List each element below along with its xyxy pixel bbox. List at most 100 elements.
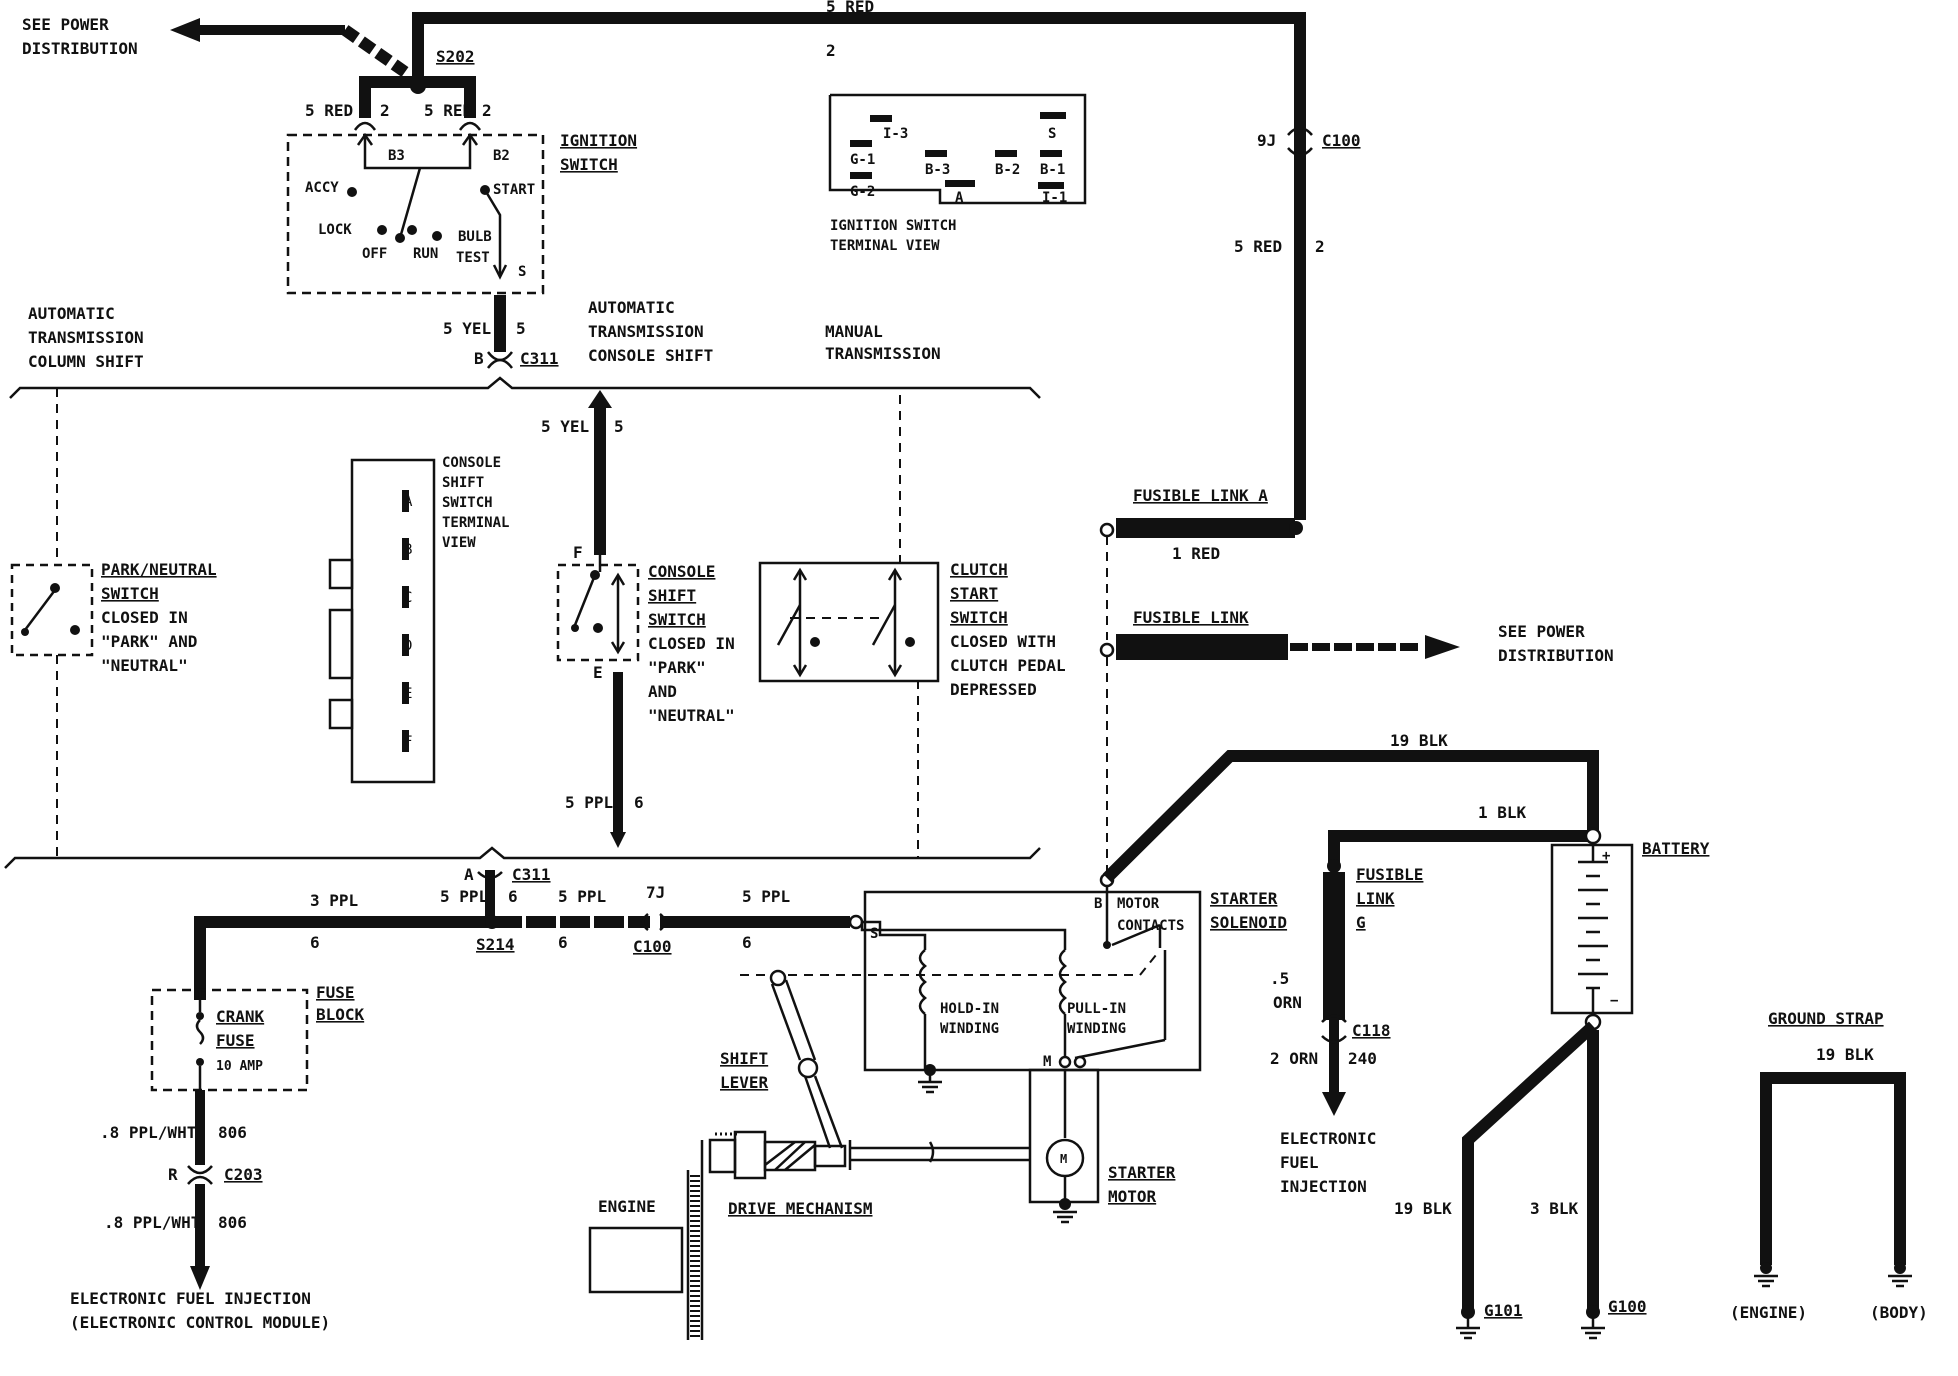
clutch-line-5: CLUTCH PEDAL — [950, 656, 1066, 675]
console-pin-f-term: F — [404, 734, 412, 750]
col-shift-label-2: TRANSMISSION — [28, 328, 144, 347]
c100-bottom-name: C100 — [633, 937, 672, 956]
fusible-link-g-wire-2: ORN — [1273, 993, 1302, 1012]
ground-strap-engine: (ENGINE) — [1730, 1303, 1807, 1322]
terminal-b3: B-3 — [925, 162, 950, 178]
hold-in-1: HOLD-IN — [940, 1001, 999, 1017]
fusible-link-b: FUSIBLE LINK SEE POWER DISTRIBUTION — [1099, 608, 1614, 665]
ignition-switch: IGNITION SWITCH B3 B2 ACCY START LOCK OF… — [286, 131, 637, 295]
ign-wire-left-label: 5 RED — [305, 101, 353, 120]
terminal-s: S — [1048, 126, 1056, 142]
ign-wire-left-circuit: 2 — [380, 101, 390, 120]
console-switch-title-2: SHIFT — [648, 586, 696, 605]
ground-strap: GROUND STRAP 19 BLK (ENGINE) (BODY) — [1730, 1009, 1928, 1322]
pull-in-1: PULL-IN — [1067, 1001, 1126, 1017]
fusible-link-a-name: FUSIBLE LINK A — [1133, 486, 1268, 505]
console-view-caption-2: SHIFT — [442, 475, 484, 491]
ign-bulb: BULB — [458, 229, 492, 245]
c311-top-name: C311 — [520, 349, 559, 368]
hold-in-2: WINDING — [940, 1021, 999, 1037]
ign-terminal-caption-2: TERMINAL VIEW — [830, 238, 940, 254]
starter-motor-title-1: STARTER — [1108, 1163, 1176, 1182]
console-pin-d: D — [404, 638, 412, 654]
shift-lever-drive: SHIFT LEVER ENGINE DRIVE MECHANISM — [588, 969, 1030, 1340]
ign-b3: B3 — [388, 148, 405, 164]
ground-left-wire: 19 BLK — [1394, 1199, 1452, 1218]
clutch-line-4: CLOSED WITH — [950, 632, 1056, 651]
console-pin-b: B — [404, 542, 412, 558]
efi-dest-3: INJECTION — [1280, 1177, 1367, 1196]
crank-fuse-amp: 10 AMP — [216, 1059, 263, 1074]
ign-terminal-caption-1: IGNITION SWITCH — [830, 218, 956, 234]
arrow-right-icon — [1425, 635, 1460, 659]
solenoid-contacts: CONTACTS — [1117, 918, 1184, 934]
ecm-destination-1: ELECTRONIC FUEL INJECTION — [70, 1289, 311, 1308]
fusible-link-g-wire-1: .5 — [1270, 969, 1289, 988]
console-view-caption-4: TERMINAL — [442, 515, 509, 531]
col-shift-label-3: COLUMN SHIFT — [28, 352, 144, 371]
console-feed-wire: 5 YEL — [541, 417, 589, 436]
clutch-title-1: CLUTCH — [950, 560, 1008, 579]
solenoid-title-2: SOLENOID — [1210, 913, 1287, 932]
start-wire-3: 5 PPL — [558, 887, 606, 906]
c118-label: C118 — [1352, 1021, 1391, 1040]
starter-motor: M STARTER MOTOR — [1028, 1068, 1176, 1224]
console-view-caption-1: CONSOLE — [442, 455, 501, 471]
battery: 1 BLK + − BATTERY — [1328, 803, 1710, 1312]
start-wire-4: 5 PPL — [742, 887, 790, 906]
distribution-label-top: DISTRIBUTION — [22, 39, 138, 58]
clutch-title-3: SWITCH — [950, 608, 1008, 627]
console-switch-title-1: CONSOLE — [648, 562, 715, 581]
top-power-feed: SEE POWER DISTRIBUTION 5 RED 2 — [22, 0, 1306, 520]
ecm-wire-2-circuit: 806 — [218, 1213, 247, 1232]
see-power-label-right: SEE POWER — [1498, 622, 1585, 641]
fuse-block-label-2: BLOCK — [316, 1005, 365, 1024]
starter-solenoid: 19 BLK STARTER SOLENOID B S M MOTOR CONT… — [740, 731, 1599, 1094]
console-out-wire: 5 PPL — [565, 793, 613, 812]
fusible-link-name: FUSIBLE LINK — [1133, 608, 1249, 627]
ecm-path: .8 PPL/WHT 806 R C203 .8 PPL/WHT 806 ELE… — [70, 1090, 330, 1332]
c311-top-wire: 5 YEL — [443, 319, 491, 338]
solenoid-s: S — [870, 926, 878, 942]
shift-lever-title-1: SHIFT — [720, 1049, 768, 1068]
engine-label: ENGINE — [598, 1197, 656, 1216]
console-switch-line-4: CLOSED IN — [648, 634, 735, 653]
clutch-line-6: DEPRESSED — [950, 680, 1037, 699]
solenoid-b: B — [1094, 896, 1102, 912]
crank-fuse-2: FUSE — [216, 1031, 255, 1050]
splice-s202: S202 5 RED 2 5 RED 2 — [305, 47, 492, 131]
start-wire-2-circuit: 6 — [508, 887, 518, 906]
c311-top-pin: B — [474, 349, 484, 368]
ground-strap-wire: 19 BLK — [1816, 1045, 1874, 1064]
console-switch-line-5: "PARK" — [648, 658, 706, 677]
fusible-link-a-wire: 1 RED — [1172, 544, 1220, 563]
solenoid-title-1: STARTER — [1210, 889, 1278, 908]
start-wire-3-circuit: 6 — [558, 933, 568, 952]
console-shift-label-1: AUTOMATIC — [588, 298, 675, 317]
g100-label: G100 — [1608, 1297, 1647, 1316]
console-pin-c: C — [404, 590, 412, 606]
ign-test: TEST — [456, 250, 490, 266]
start-wire-1: 3 PPL — [310, 891, 358, 910]
park-neutral-line-4: "PARK" AND — [101, 632, 197, 651]
ign-start: START — [493, 182, 535, 198]
solenoid-m: M — [1043, 1054, 1051, 1070]
starter-motor-title-2: MOTOR — [1108, 1187, 1157, 1206]
terminal-b2: B-2 — [995, 162, 1020, 178]
start-wire-2: 5 PPL — [440, 887, 488, 906]
c100-bottom-pin: 7J — [646, 883, 665, 902]
fusible-link-g-3: G — [1356, 913, 1366, 932]
section-labels: AUTOMATIC TRANSMISSION COLUMN SHIFT AUTO… — [28, 298, 941, 371]
fusible-link-g: FUSIBLE LINK G .5 ORN C118 2 ORN 240 ELE… — [1270, 859, 1423, 1196]
console-pin-f: F — [573, 543, 583, 562]
ignition-terminal-view: I-3 S G-1 B-3 B-2 B-1 G-2 A I-1 IGNITION… — [828, 93, 1087, 254]
solenoid-motor: MOTOR — [1117, 896, 1160, 912]
c311-bottom-name: C311 — [512, 865, 551, 884]
top-wire-circuit: 2 — [826, 41, 836, 60]
c100-top-pin: 9J — [1257, 131, 1276, 150]
fusible-link-a: FUSIBLE LINK A 1 RED — [1099, 486, 1303, 563]
efi-dest-1: ELECTRONIC — [1280, 1129, 1376, 1148]
console-view-caption-5: VIEW — [442, 535, 476, 551]
c100-top-name: C100 — [1322, 131, 1361, 150]
